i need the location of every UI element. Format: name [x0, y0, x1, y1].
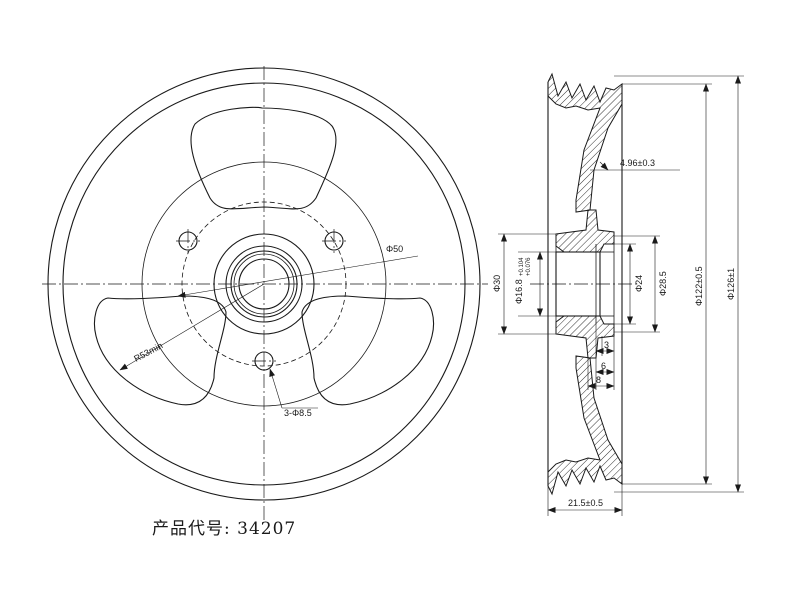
- bolt-circle: [181, 201, 347, 367]
- dim-d30: Φ30: [492, 275, 502, 292]
- dim-w8: 8: [596, 375, 601, 385]
- dim-line-d50: [177, 255, 419, 298]
- hub-boss-circle: [213, 233, 315, 335]
- dim-line-wall: [599, 161, 609, 171]
- window-lobe-right: [301, 295, 435, 406]
- dim-bore: Φ16.8: [514, 279, 524, 304]
- bearing-ring-circle: [233, 253, 295, 315]
- dim-bore-tol-low: +0.076: [526, 257, 532, 276]
- dim-d122: Φ122±0.5: [694, 266, 704, 306]
- leader-holes: [269, 368, 283, 409]
- dim-bore-tol-up: +0.104: [519, 257, 525, 276]
- dim-w215: 21.5±0.5: [568, 498, 603, 508]
- product-code-value: 34207: [237, 519, 297, 539]
- window-lobe-top: [190, 106, 337, 210]
- front-view: Φ50 R53min 3-Φ8.5: [42, 66, 488, 520]
- bore-circle: [238, 258, 290, 310]
- inner-rim-circle: [62, 82, 466, 486]
- outer-rim-circle: [47, 67, 481, 501]
- dim-d24: Φ24: [634, 275, 644, 292]
- dim-d285: Φ28.5: [658, 271, 668, 296]
- dim-r53: R53min: [132, 340, 164, 363]
- dim-w3: 3: [604, 340, 609, 350]
- product-code-prefix: 产品代号:: [152, 519, 231, 539]
- dim-wall: 4.96±0.3: [620, 158, 655, 168]
- groove-profile-bottom: [547, 355, 623, 496]
- window-lobe-left: [93, 295, 227, 406]
- side-section-view: 4.96±0.3 Φ30 Φ16.8 +0.104 +0.076 Φ24 Φ28…: [492, 72, 744, 516]
- groove-profile-top: [547, 72, 623, 213]
- bearing-mid-circle: [230, 250, 298, 318]
- dim-line-r53: [119, 283, 265, 371]
- bearing-outer-circle: [225, 245, 303, 323]
- dim-d50: Φ50: [386, 244, 403, 254]
- product-code-label: 产品代号: 34207: [152, 514, 296, 539]
- hub-section-bottom: [555, 315, 615, 359]
- hub-face-circle: [141, 161, 387, 407]
- dim-d126: Φ126±1: [726, 268, 736, 300]
- dim-w6: 6: [601, 361, 606, 371]
- dim-holes: 3-Φ8.5: [284, 408, 312, 418]
- hub-section-top: [555, 209, 615, 253]
